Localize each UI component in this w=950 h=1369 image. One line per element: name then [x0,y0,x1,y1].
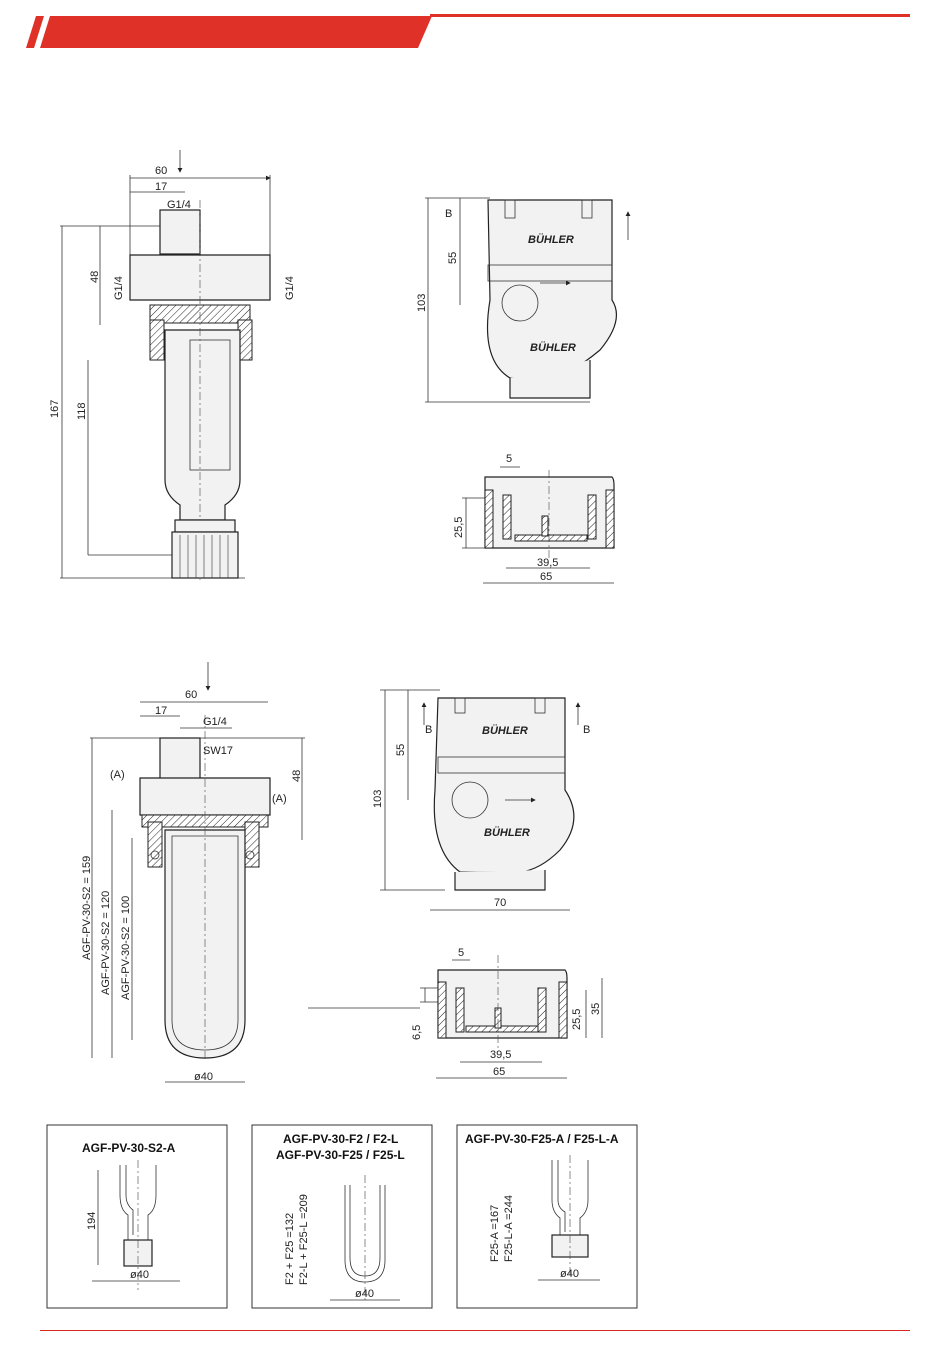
dim-65-b: 65 [493,1066,505,1078]
footer-rule [40,1330,910,1331]
label-a-left: (A) [110,769,125,781]
dim-f25-a: F25-A =167 [489,1205,501,1262]
dim-sw17: SW17 [203,745,233,757]
dim-39-5-b: 39,5 [490,1049,511,1061]
dim-48: 48 [89,271,101,283]
section-label-b: B [445,208,452,220]
dim-g14-top: G1/4 [167,199,191,211]
variant-title-s2-a: AGF-PV-30-S2-A [82,1141,176,1155]
dim-width-60-b: 60 [185,689,197,701]
header-red-block [40,16,432,48]
dim-g14-left: G1/4 [113,276,125,300]
variant-title-f25-a: AGF-PV-30-F25-A / F25-L-A [465,1132,619,1146]
header-bar [26,14,910,48]
dim-s2-159: AGF-PV-30-S2 = 159 [81,856,93,960]
drawing-filter-bowl-section: 60 17 G1/4 SW17 48 (A) (A) AGF-PV-30-S2 … [81,662,305,1083]
dim-103: 103 [416,294,428,312]
dim-s2-120: AGF-PV-30-S2 = 120 [100,891,112,995]
dim-25-5-b: 25,5 [571,1009,583,1030]
dim-35: 35 [590,1003,602,1015]
dim-s2-100: AGF-PV-30-S2 = 100 [120,896,132,1000]
section-label-b-right: B [583,724,590,736]
dim-g14-right: G1/4 [284,276,296,300]
dim-48-b: 48 [291,770,303,782]
variant-box-f2-f25: AGF-PV-30-F2 / F2-L AGF-PV-30-F25 / F25-… [251,1124,433,1309]
header-red-slant [26,16,44,48]
dim-17: 17 [155,181,167,193]
drawing-cap-section: 5 25,5 39,5 65 [453,453,615,584]
brand-logo-text-top: BÜHLER [528,233,574,246]
label-a-right: (A) [272,793,287,805]
dim-17-b: 17 [155,705,167,717]
dim-5: 5 [506,453,512,465]
drawing-housing-front-view: B 103 55 BÜHLER BÜHLER [416,197,631,403]
dim-6-5: 6,5 [411,1025,423,1040]
dim-dia-40: ø40 [194,1071,213,1083]
dim-65: 65 [540,571,552,583]
dim-f2l-f25l: F2-L + F25-L =209 [298,1194,310,1285]
dim-167: 167 [49,400,61,418]
dim-70: 70 [494,897,506,909]
brand-logo-text-top-2: BÜHLER [482,724,528,737]
dim-103-b: 103 [372,790,384,808]
variant-title-f2-line1: AGF-PV-30-F2 / F2-L [283,1132,398,1146]
dim-g14-b: G1/4 [203,716,227,728]
dim-f2-f25: F2 + F25 =132 [284,1213,296,1285]
dim-55: 55 [447,252,459,264]
dim-dia-40-v2: ø40 [355,1288,374,1300]
header-red-rule [430,14,910,17]
brand-logo-text-bottom: BÜHLER [530,341,576,354]
dim-55-b: 55 [395,744,407,756]
dim-194: 194 [86,1212,98,1230]
brand-logo-text-bottom-2: BÜHLER [484,826,530,839]
drawing-cap-section-2: 5 6,5 39,5 65 25,5 35 [308,947,603,1079]
dim-dia-40-v1: ø40 [130,1269,149,1281]
dim-39-5: 39,5 [537,557,558,569]
drawing-housing-front-view-2: B B 103 55 70 BÜHLER BÜHLER [372,689,590,911]
section-label-b-left: B [425,724,432,736]
dim-25-5: 25,5 [453,517,465,538]
variant-box-f25-a: AGF-PV-30-F25-A / F25-L-A F25-A =167 F25… [456,1124,638,1309]
dim-118: 118 [76,402,88,420]
dim-width-60: 60 [155,165,167,177]
variant-box-s2-a: AGF-PV-30-S2-A 194 ø40 [46,1124,228,1309]
dim-dia-40-v3: ø40 [560,1268,579,1280]
dim-f25-l-a: F25-L-A =244 [503,1195,515,1262]
drawing-filter-cartridge-section: 60 17 G1/4 48 G1/4 G1/4 167 118 [49,150,296,580]
dim-5-b: 5 [458,947,464,959]
variant-title-f2-line2: AGF-PV-30-F25 / F25-L [276,1148,405,1162]
